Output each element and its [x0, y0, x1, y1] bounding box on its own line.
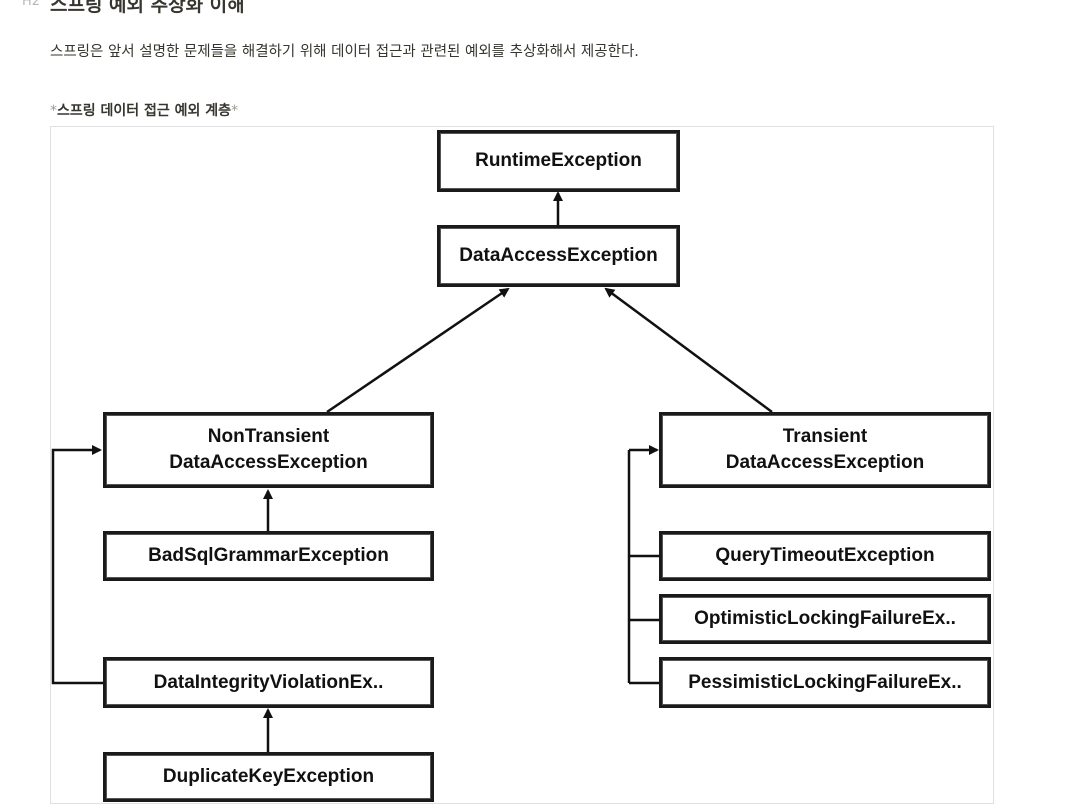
bad-sql-grammar-label: BadSqlGrammarException — [148, 545, 389, 567]
arrow-transient-to-dataaccess — [604, 287, 773, 414]
caption-text: 스프링 데이터 접근 예외 계층 — [57, 103, 232, 119]
diagram-connectors — [51, 191, 773, 752]
runtime-exception-label: RuntimeException — [475, 150, 642, 172]
pessimistic-locking-failure-node: PessimisticLockingFailureEx.. — [659, 657, 991, 708]
duplicate-key-label: DuplicateKeyException — [162, 766, 375, 788]
section-heading: 스프링 예외 추상화 이해 — [50, 0, 245, 16]
non-transient-label-line2: DataAccessException — [169, 452, 368, 473]
data-access-exception-label: DataAccessException — [459, 245, 658, 267]
caption-star-left: * — [50, 103, 57, 119]
optimistic-locking-label: OptimisticLockingFailureEx.. — [694, 608, 956, 630]
pessimistic-locking-label: PessimisticLockingFailureEx.. — [688, 671, 962, 693]
diagram-caption: *스프링 데이터 접근 예외 계층* — [50, 100, 238, 120]
transient-label-line2: DataAccessException — [725, 452, 925, 473]
non-transient-exception-node: NonTransient DataAccessException — [103, 412, 434, 488]
data-integrity-violation-node: DataIntegrityViolationEx.. — [103, 657, 434, 708]
runtime-exception-node: RuntimeException — [437, 130, 680, 192]
duplicate-key-exception-node: DuplicateKeyException — [103, 752, 434, 802]
heading-level-marker: H2 — [22, 0, 41, 9]
non-transient-label-line1: NonTransient — [207, 426, 330, 448]
query-timeout-label: QueryTimeoutException — [715, 545, 935, 567]
data-integrity-violation-label: DataIntegrityViolationEx.. — [153, 671, 384, 693]
data-access-exception-node: DataAccessException — [437, 225, 680, 287]
exception-hierarchy-diagram: RuntimeException DataAccessException Non… — [50, 126, 994, 804]
transient-label-line1: Transient — [782, 426, 868, 448]
query-timeout-exception-node: QueryTimeoutException — [659, 531, 991, 581]
bad-sql-grammar-exception-node: BadSqlGrammarException — [103, 531, 434, 581]
arrow-nontransient-to-dataaccess — [326, 287, 510, 414]
arrow-dataintegrity-to-nontransient — [51, 445, 104, 685]
transient-exception-node: Transient DataAccessException — [659, 412, 991, 488]
optimistic-locking-failure-node: OptimisticLockingFailureEx.. — [659, 594, 991, 644]
caption-star-right: * — [231, 103, 239, 119]
description-text: 스프링은 앞서 설명한 문제들을 해결하기 위해 데이터 접근과 관련된 예외를… — [50, 44, 639, 60]
